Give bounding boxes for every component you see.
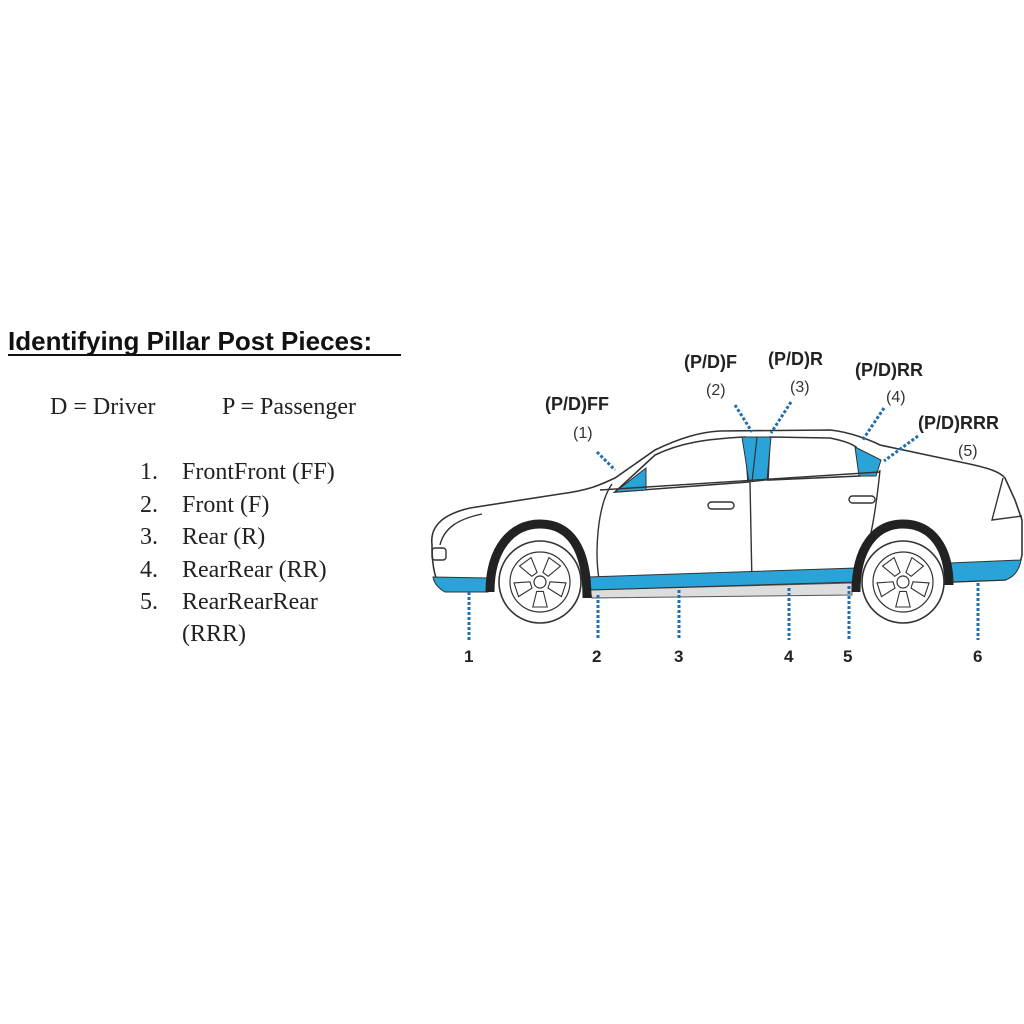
wheel-spoke-gap [910,581,930,598]
hub [896,575,910,589]
wheel-spoke-gap [518,556,538,577]
front-door-edge [596,483,613,586]
wheel-spoke-gap [905,556,925,577]
heading: Identifying Pillar Post Pieces: [8,326,372,356]
leader-rrr [883,434,919,463]
wheel-spoke-gap [513,581,533,598]
list-number: 5. [140,589,158,615]
wheel-spoke-gap [532,590,548,608]
fog-light [431,547,447,561]
car-illustration [430,429,1023,599]
rocker-label: 2 [592,647,601,666]
list-number: 4. [140,557,158,583]
list-item: RearRear (RR) [182,557,327,583]
rocker-label: 1 [464,647,473,666]
headlight [439,513,483,546]
wheel-spoke-gap [542,556,562,577]
list-item: Front (F) [182,492,269,518]
pillar-label-code: (P/D)FF [545,394,609,414]
leader-r [769,401,793,434]
rocker-label: 4 [784,647,794,666]
door-split [749,481,753,586]
front-wheel [498,540,582,624]
rocker-label: 3 [674,647,683,666]
pillar-label-code: (P/D)R [768,349,823,369]
list-item: Rear (R) [182,524,265,550]
list-number: 1. [140,459,158,485]
front-wheel-arch [485,519,592,599]
pillar-rr-highlight [854,446,882,477]
leader-f [733,404,754,433]
rocker-label: 5 [843,647,852,666]
pillar-label-number: (3) [790,379,810,396]
wheel-spoke-gap [876,581,896,598]
pillar-divider [751,436,758,483]
rocker-label: 6 [973,647,982,666]
pillar-label-code: (P/D)RRR [918,413,999,433]
pillar-f-r-highlight [741,436,772,483]
list-item-continuation: (RRR) [182,621,246,647]
pillar-ff-highlight [613,466,647,493]
list-item: FrontFront (FF) [182,459,335,485]
trunk-line [991,477,1023,521]
rocker-rear-highlight [949,559,1022,583]
front-door-handle [707,501,735,510]
leader-ff [595,450,617,472]
list-item: RearRearRear [182,589,318,615]
rear-door-handle [848,495,876,504]
rear-wheel-arch [851,519,954,593]
rear-wheel [861,540,945,624]
pillar-label-number: (4) [886,389,906,406]
wheel-spoke-gap [895,590,911,608]
list-number: 3. [140,524,158,550]
pillar-label-code: (P/D)F [684,352,737,372]
wheel-spoke-gap [881,556,901,577]
rocker-front-highlight [432,576,489,593]
list-number: 2. [140,492,158,518]
belt-line [599,471,881,491]
legend-passenger: P = Passenger [222,394,356,420]
hub [533,575,547,589]
leader-rr [860,407,886,442]
pillar-label-number: (1) [573,425,593,442]
pillar-label-number: (2) [706,382,726,399]
pillar-label-code: (P/D)RR [855,360,923,380]
wheel-spoke-gap [547,581,567,598]
pillar-label-number: (5) [958,443,978,460]
legend-driver: D = Driver [50,394,156,420]
